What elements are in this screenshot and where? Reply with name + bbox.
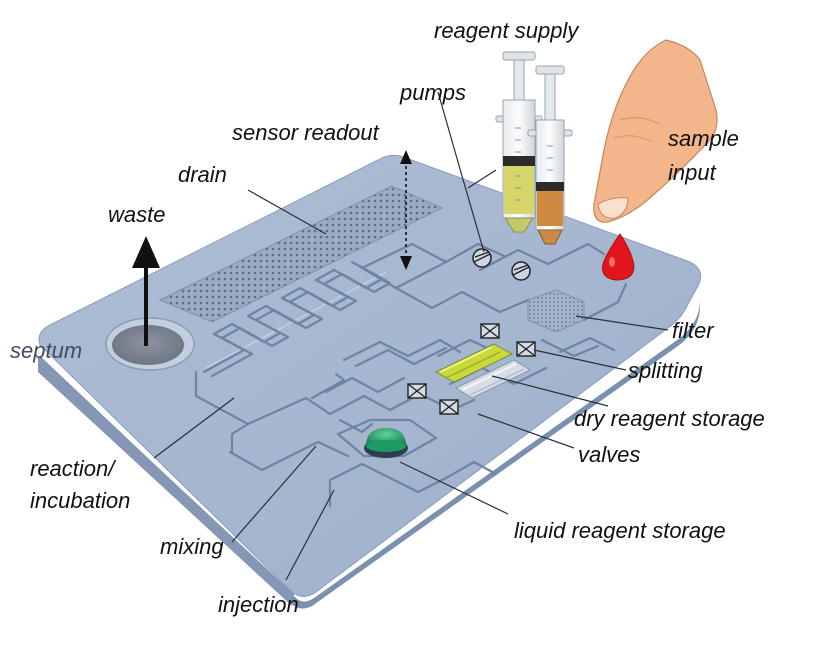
- label-sensor-readout: sensor readout: [232, 120, 380, 145]
- finger: [593, 39, 718, 223]
- drain-region: [158, 185, 444, 323]
- valve: [407, 383, 427, 399]
- mixing-chamber: [336, 418, 438, 458]
- label-drain: drain: [178, 162, 227, 187]
- waste-arrow: [132, 236, 160, 346]
- label-injection: injection: [218, 592, 299, 617]
- label-filter: filter: [672, 318, 715, 343]
- pumps: [472, 248, 531, 281]
- label-reaction-1: reaction/: [30, 456, 116, 481]
- valves: [407, 323, 536, 415]
- label-mixing: mixing: [160, 534, 224, 559]
- pump: [511, 261, 531, 281]
- syringe-yellow: [495, 51, 543, 233]
- syringe-orange: [527, 65, 573, 245]
- dry-reagent-storage: [434, 343, 532, 399]
- label-liquid-reagent-storage: liquid reagent storage: [514, 518, 726, 543]
- chip-body: [38, 154, 702, 609]
- leader-lines: [153, 91, 669, 581]
- pump: [472, 248, 492, 268]
- sensor-readout-arrow: [400, 150, 412, 270]
- valve: [439, 399, 459, 415]
- label-valves: valves: [578, 442, 640, 467]
- chip-top-surface: [38, 154, 702, 597]
- label-pumps: pumps: [399, 80, 466, 105]
- label-reaction-2: incubation: [30, 488, 130, 513]
- valve: [480, 323, 500, 339]
- label-waste: waste: [108, 202, 165, 227]
- septum-well: [105, 317, 195, 371]
- label-splitting: splitting: [628, 358, 703, 383]
- channel-network: [194, 242, 628, 508]
- liquid-reagent-dome: [364, 428, 408, 458]
- valve: [516, 341, 536, 357]
- label-reagent-supply: reagent supply: [434, 18, 580, 43]
- label-dry-reagent-storage: dry reagent storage: [574, 406, 765, 431]
- label-septum: septum: [10, 338, 82, 363]
- label-sample-input-2: input: [668, 160, 717, 185]
- sample-drop: [602, 233, 635, 281]
- label-sample-input-1: sample: [668, 126, 739, 151]
- reaction-meander: [202, 260, 392, 378]
